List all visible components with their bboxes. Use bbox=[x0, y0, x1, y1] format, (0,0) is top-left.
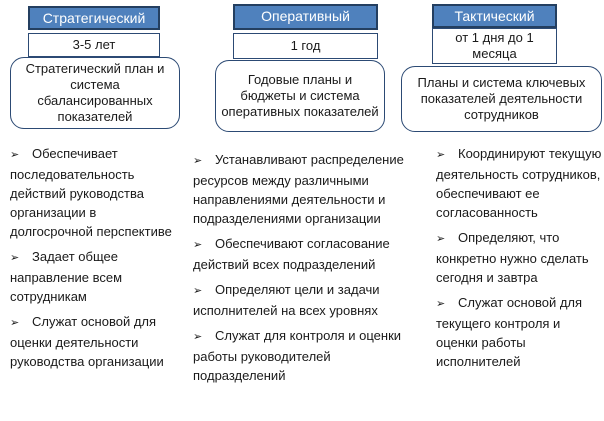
arrow-bullet-icon: ➢ bbox=[436, 298, 446, 310]
arrow-bullet-icon: ➢ bbox=[193, 331, 203, 343]
list-item: ➢Обеспечивают согласование действий всех… bbox=[193, 234, 425, 274]
list-item: ➢Служат основой для текущего контроля и … bbox=[436, 293, 602, 371]
list-item: ➢Служат для контроля и оценки работы рук… bbox=[193, 326, 425, 385]
bullet-text: Служат основой для текущего контроля и о… bbox=[436, 295, 583, 369]
bullet-text: Определяют цели и задачи исполнителей на… bbox=[193, 282, 380, 318]
list-item: ➢Определяют, что конкретно нужно сделать… bbox=[436, 228, 602, 287]
bullet-text: Координируют текущую деятельность сотруд… bbox=[436, 146, 602, 220]
header-strategic: Стратегический bbox=[28, 6, 160, 30]
list-item: ➢Устанавливают распределение ресурсов ме… bbox=[193, 150, 425, 228]
bullet-text: Служат для контроля и оценки работы руко… bbox=[193, 328, 402, 383]
arrow-bullet-icon: ➢ bbox=[10, 252, 20, 264]
arrow-bullet-icon: ➢ bbox=[10, 317, 20, 329]
term-tactical: от 1 дня до 1 месяца bbox=[432, 28, 557, 64]
term-strategic: 3-5 лет bbox=[28, 33, 160, 57]
bullet-list-strategic: ➢Обеспечивает последовательность действи… bbox=[10, 144, 182, 377]
arrow-bullet-icon: ➢ bbox=[436, 149, 446, 161]
arrow-bullet-icon: ➢ bbox=[10, 149, 20, 161]
list-item: ➢Задает общее направление всем сотрудник… bbox=[10, 247, 182, 306]
bullet-text: Обеспечивает последовательность действий… bbox=[10, 146, 172, 239]
list-item: ➢Служат основой для оценки деятельности … bbox=[10, 312, 182, 371]
list-item: ➢Определяют цели и задачи исполнителей н… bbox=[193, 280, 425, 320]
list-item: ➢Обеспечивает последовательность действи… bbox=[10, 144, 182, 241]
bullet-list-tactical: ➢Координируют текущую деятельность сотру… bbox=[436, 144, 602, 377]
arrow-bullet-icon: ➢ bbox=[193, 285, 203, 297]
term-operational: 1 год bbox=[233, 33, 378, 59]
arrow-bullet-icon: ➢ bbox=[193, 155, 203, 167]
arrow-bullet-icon: ➢ bbox=[193, 239, 203, 251]
header-tactical: Тактический bbox=[432, 4, 557, 28]
description-tactical: Планы и система ключевых показателей дея… bbox=[401, 66, 602, 132]
bullet-text: Служат основой для оценки деятельности р… bbox=[10, 314, 164, 369]
bullet-list-operational: ➢Устанавливают распределение ресурсов ме… bbox=[193, 150, 425, 391]
list-item: ➢Координируют текущую деятельность сотру… bbox=[436, 144, 602, 222]
description-strategic: Стратегический план и система сбалансиро… bbox=[10, 57, 180, 129]
bullet-text: Задает общее направление всем сотрудника… bbox=[10, 249, 123, 304]
header-operational: Оперативный bbox=[233, 4, 378, 30]
bullet-text: Устанавливают распределение ресурсов меж… bbox=[193, 152, 404, 226]
bullet-text: Определяют, что конкретно нужно сделать … bbox=[436, 230, 589, 285]
bullet-text: Обеспечивают согласование действий всех … bbox=[193, 236, 390, 272]
arrow-bullet-icon: ➢ bbox=[436, 233, 446, 245]
description-operational: Годовые планы и бюджеты и система операт… bbox=[215, 60, 385, 132]
